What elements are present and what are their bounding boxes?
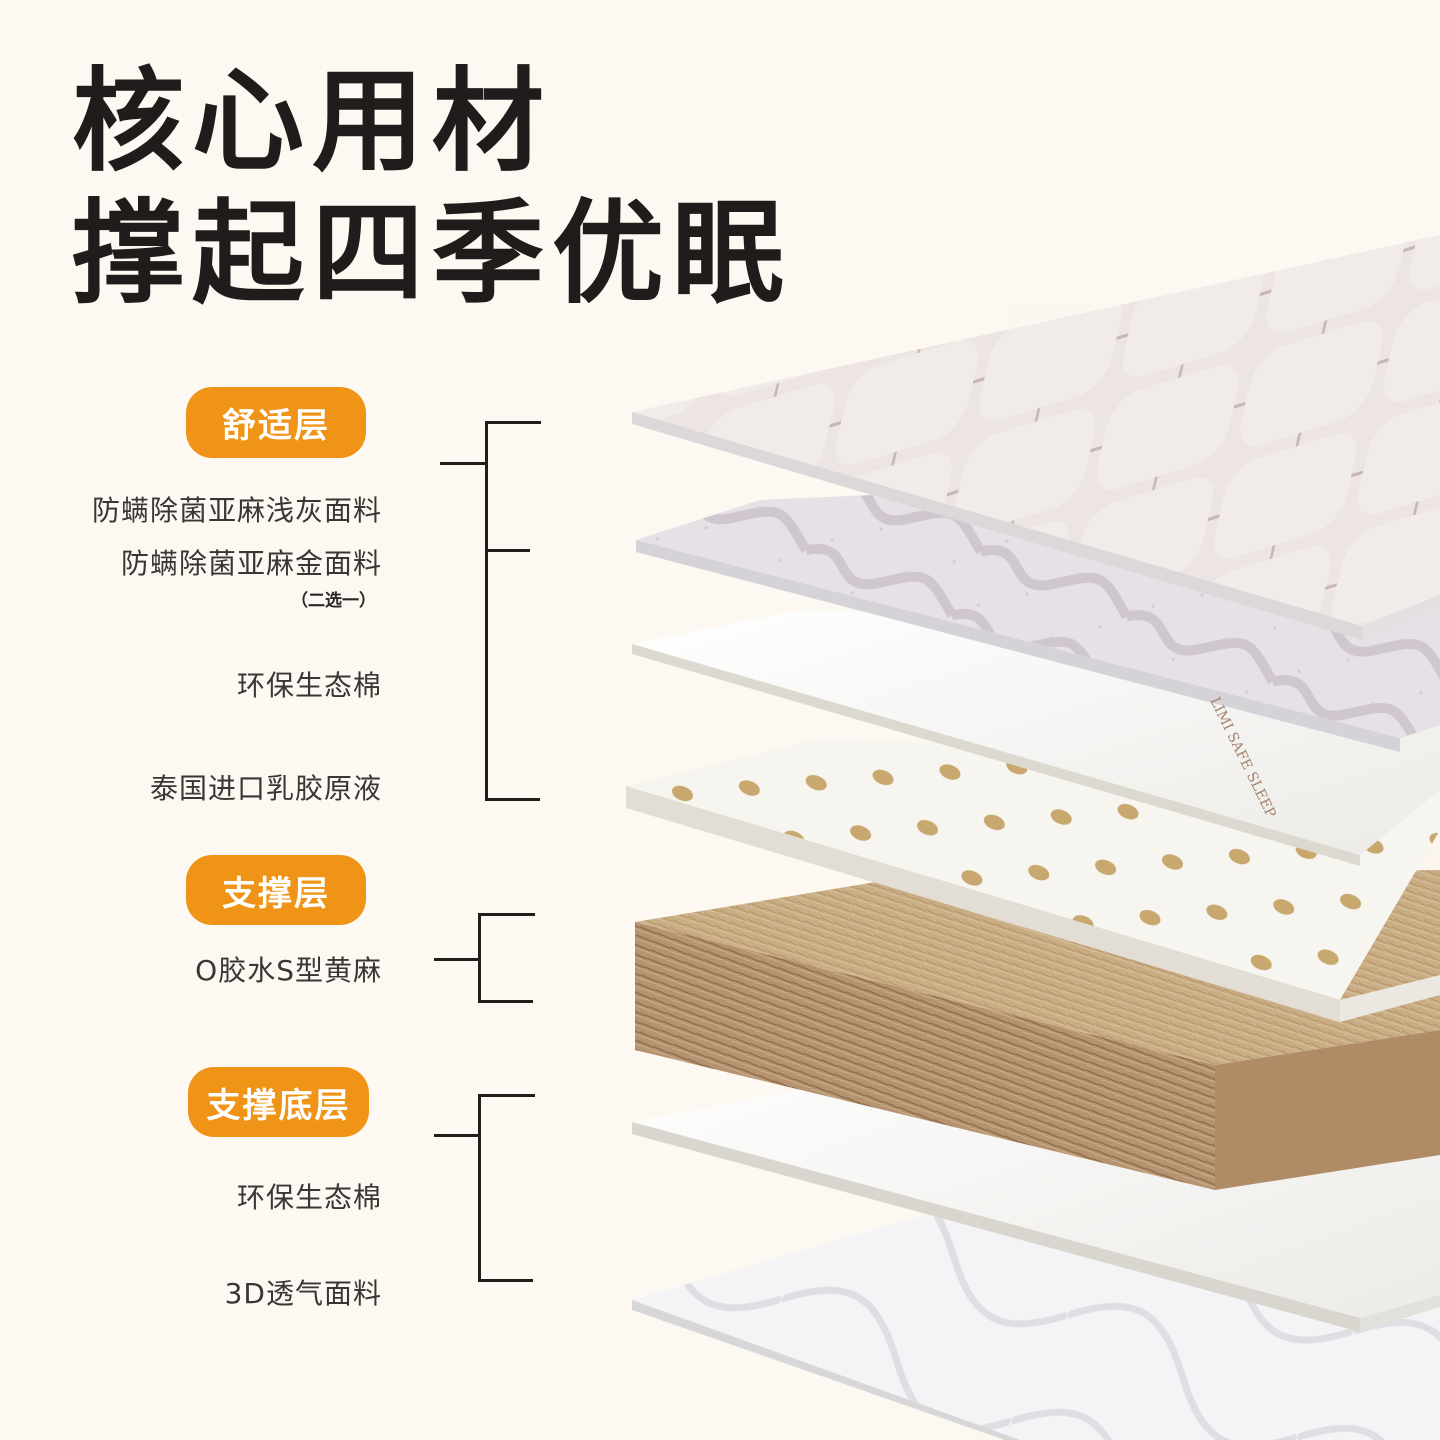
layer-quilted-linen-top bbox=[632, 235, 1440, 640]
headline-line-1: 核心用材 bbox=[72, 57, 552, 187]
bracket-arm bbox=[478, 913, 535, 916]
badge-support-layer: 支撑层 bbox=[186, 855, 366, 925]
material-item: O胶水S型黄麻 bbox=[195, 954, 382, 987]
material-item: 防螨除菌亚麻浅灰面料 bbox=[91, 494, 382, 527]
material-item: 环保生态棉 bbox=[236, 1181, 382, 1214]
bracket-arm bbox=[485, 798, 540, 801]
badge-base-support-layer: 支撑底层 bbox=[188, 1067, 369, 1137]
bracket-arm bbox=[478, 1279, 533, 1282]
bracket-spine bbox=[485, 421, 488, 801]
bracket-arm bbox=[485, 421, 541, 424]
bracket-arm bbox=[478, 1094, 535, 1097]
headline-line-2: 撑起四季优眠 bbox=[72, 189, 792, 319]
material-item: 环保生态棉 bbox=[236, 669, 382, 702]
bracket-spine bbox=[478, 1094, 481, 1282]
bracket-arm bbox=[485, 549, 530, 552]
bracket-spine bbox=[478, 913, 481, 1003]
material-item: 防螨除菌亚麻金面料 bbox=[120, 547, 382, 580]
bracket-stem bbox=[434, 958, 480, 961]
badge-comfort-layer: 舒适层 bbox=[186, 387, 366, 458]
choose-one-note: （二选一） bbox=[291, 591, 376, 611]
bracket-stem bbox=[440, 462, 486, 465]
material-item: 泰国进口乳胶原液 bbox=[149, 772, 382, 805]
material-item: 3D透气面料 bbox=[224, 1277, 382, 1310]
bracket-arm bbox=[478, 1000, 533, 1003]
bracket-stem bbox=[434, 1134, 480, 1137]
